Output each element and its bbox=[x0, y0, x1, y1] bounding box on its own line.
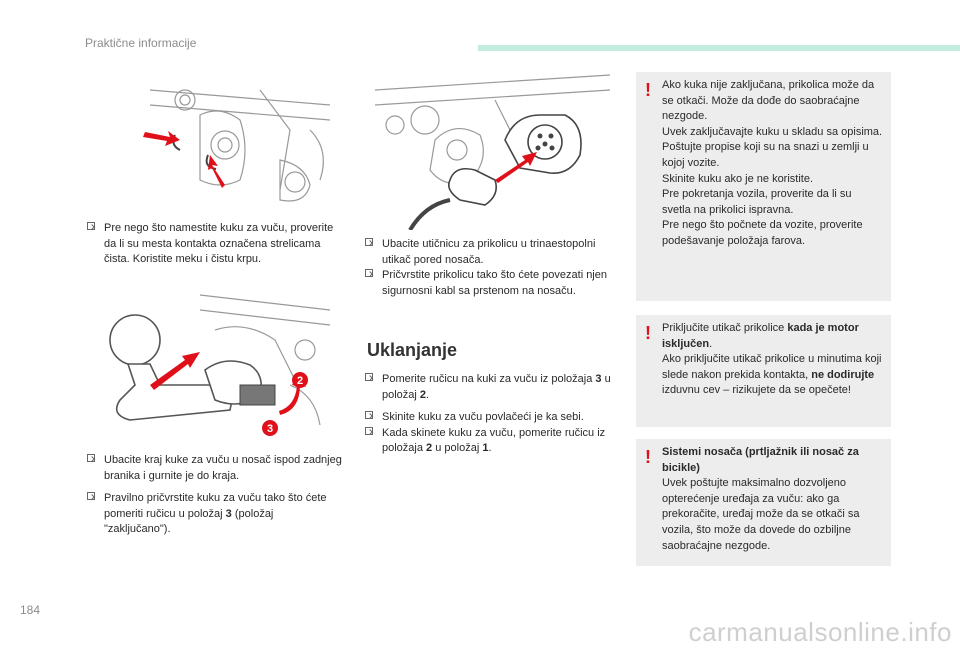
checkbox-bullet-icon bbox=[365, 426, 373, 435]
list-item: Kada skinete kuku za vuču, pomerite ruči… bbox=[365, 426, 620, 457]
checkbox-bullet-icon bbox=[87, 492, 95, 501]
list-item: Pomerite ručicu na kuki za vuču iz polož… bbox=[365, 372, 620, 403]
left-text-block-2: Ubacite kraj kuke za vuču u nosač ispod … bbox=[87, 453, 342, 545]
checkbox-bullet-icon bbox=[87, 222, 95, 230]
list-item: Pričvrstite prikolicu tako što ćete pove… bbox=[365, 268, 620, 299]
left-text-block-1: Pre nego što namestite kuku za vuču, pro… bbox=[87, 221, 342, 275]
warning-exclamation-icon: ! bbox=[645, 80, 651, 100]
warning-box-lock: ! Ako kuka nije zaključana, prikolica mo… bbox=[636, 72, 891, 301]
page-header-title: Praktične informacije bbox=[85, 36, 197, 50]
watermark: carmanualsonline.info bbox=[688, 617, 952, 647]
header-accent-bar bbox=[478, 45, 960, 51]
checkbox-bullet-icon bbox=[365, 411, 373, 420]
mid-text-block-2: Pomerite ručicu na kuki za vuču iz polož… bbox=[365, 372, 620, 464]
warning-exclamation-icon: ! bbox=[645, 323, 651, 343]
checkbox-bullet-icon bbox=[87, 454, 95, 462]
list-item: Pravilno pričvrstite kuku za vuču tako š… bbox=[87, 491, 342, 538]
checkbox-bullet-icon bbox=[365, 269, 373, 278]
warning-exclamation-icon: ! bbox=[645, 447, 651, 467]
list-item: Pre nego što namestite kuku za vuču, pro… bbox=[87, 221, 342, 268]
checkbox-bullet-icon bbox=[365, 373, 373, 381]
checkbox-bullet-icon bbox=[365, 238, 373, 246]
page-number: 184 bbox=[20, 603, 41, 617]
illustration-trailer-socket bbox=[365, 70, 615, 230]
warning-box-carriers: ! Sistemi nosača (prtljažnik ili nosač z… bbox=[636, 439, 891, 566]
illustration-towball-insert: 2 3 bbox=[90, 290, 340, 440]
list-item: Ubacite utičnicu za prikolicu u trinaest… bbox=[365, 237, 620, 268]
section-title-removal: Uklanjanje bbox=[367, 340, 458, 360]
illustration-hitch-contacts bbox=[140, 70, 340, 220]
warning-box-engine-off: ! Priključite utikač prikolice kada je m… bbox=[636, 315, 891, 427]
list-item: Ubacite kraj kuke za vuču u nosač ispod … bbox=[87, 453, 342, 484]
position-label-2: 2 bbox=[297, 375, 303, 387]
mid-text-block-1: Ubacite utičnicu za prikolicu u trinaest… bbox=[365, 237, 620, 306]
list-item: Skinite kuku za vuču povlačeći je ka seb… bbox=[365, 410, 620, 426]
position-label-3: 3 bbox=[267, 423, 273, 435]
